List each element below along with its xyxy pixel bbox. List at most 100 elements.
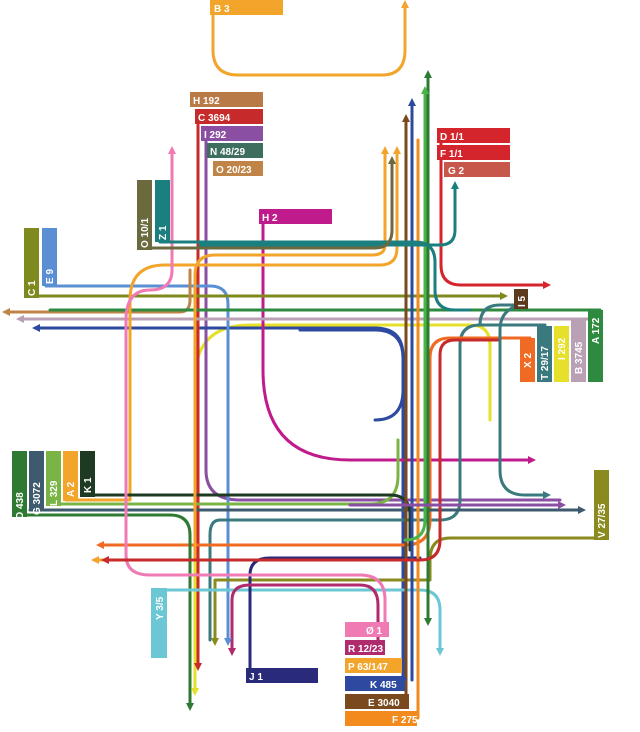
label-f11[interactable]: F 1/1 bbox=[437, 145, 510, 160]
route-teal-exit bbox=[478, 303, 547, 497]
label-z1-text: Z 1 bbox=[158, 225, 169, 240]
route-orange-a2 bbox=[64, 148, 399, 502]
label-g2[interactable]: G 2 bbox=[444, 162, 510, 177]
route-magenta-h2 bbox=[261, 222, 532, 462]
label-n4829-text: N 48/29 bbox=[210, 147, 245, 158]
label-t2917[interactable]: T 29/17 bbox=[537, 326, 552, 382]
route-teal-g2 bbox=[198, 183, 457, 247]
label-i292-top-text: I 292 bbox=[204, 130, 227, 141]
label-o101-text: O 10/1 bbox=[140, 218, 151, 248]
arrow-down-cyan bbox=[436, 648, 444, 656]
route-navy-main bbox=[34, 326, 405, 422]
arrow-right-red bbox=[543, 281, 551, 289]
route-red-d11 bbox=[439, 140, 547, 287]
route-b3-loop bbox=[211, 4, 407, 77]
route-blue-e9 bbox=[44, 284, 230, 642]
arrow-down-darkred bbox=[228, 648, 236, 656]
label-h192[interactable]: H 192 bbox=[190, 92, 263, 107]
arrow-down-olive bbox=[211, 638, 219, 646]
route-orange-p bbox=[93, 148, 387, 562]
arrow-up-k485 bbox=[408, 98, 416, 106]
label-x2-text: X 2 bbox=[523, 353, 534, 368]
arrow-right-magenta bbox=[528, 456, 536, 464]
label-x2[interactable]: X 2 bbox=[520, 338, 535, 382]
label-i292-right-text: I 292 bbox=[557, 337, 568, 360]
label-a172[interactable]: A 172 bbox=[588, 310, 603, 382]
label-i5-text: I 5 bbox=[517, 295, 528, 307]
label-i5[interactable]: I 5 bbox=[514, 289, 528, 309]
label-z1[interactable]: Z 1 bbox=[155, 180, 170, 242]
label-c1-text: C 1 bbox=[27, 280, 38, 296]
label-o2023-text: O 20/23 bbox=[216, 165, 252, 176]
label-a172-text: A 172 bbox=[591, 317, 602, 344]
label-b3-top[interactable]: B 3 bbox=[210, 0, 283, 15]
label-b3745[interactable]: B 3745 bbox=[571, 319, 586, 382]
label-d11[interactable]: D 1/1 bbox=[437, 128, 510, 143]
arrow-right-purple bbox=[558, 501, 566, 509]
arrow-up-green bbox=[421, 86, 429, 94]
label-d438[interactable]: D 438 bbox=[12, 451, 27, 519]
label-d438-text: D 438 bbox=[15, 492, 26, 519]
route-teal-z1 bbox=[158, 240, 472, 312]
arrow-right-slate bbox=[578, 506, 586, 514]
label-n4829[interactable]: N 48/29 bbox=[207, 143, 263, 158]
arrow-right-teal bbox=[543, 491, 551, 499]
label-r1223[interactable]: R 12/23 bbox=[345, 640, 385, 655]
route-red-right bbox=[103, 338, 502, 562]
label-l329[interactable]: L 329 bbox=[46, 451, 61, 506]
label-b3-top-text: B 3 bbox=[214, 4, 230, 15]
route-orange-x2 bbox=[98, 336, 532, 547]
label-k485[interactable]: K 485 bbox=[345, 676, 405, 691]
label-p63147-text: P 63/147 bbox=[348, 662, 388, 673]
label-a2[interactable]: A 2 bbox=[63, 451, 78, 501]
label-b3745-text: B 3745 bbox=[574, 341, 585, 374]
arrowheads bbox=[2, 70, 586, 711]
route-yellow-ring bbox=[193, 323, 492, 692]
arrow-down-blue bbox=[224, 638, 232, 646]
label-c3694[interactable]: C 3694 bbox=[195, 109, 263, 124]
route-cyan-y35 bbox=[163, 588, 442, 652]
arrow-down-darkgreen bbox=[424, 618, 432, 626]
arrow-right-olive bbox=[500, 292, 508, 300]
arrow-up-teal-g2 bbox=[451, 181, 459, 189]
label-e3040-text: E 3040 bbox=[368, 698, 400, 709]
label-f11-text: F 1/1 bbox=[440, 149, 463, 160]
label-j1[interactable]: J 1 bbox=[246, 668, 318, 683]
label-p63147[interactable]: P 63/147 bbox=[345, 658, 402, 673]
arrow-up-olive bbox=[388, 156, 396, 164]
label-f275[interactable]: F 275 bbox=[345, 711, 418, 726]
label-o101[interactable]: O 10/1 bbox=[137, 180, 152, 250]
label-y35[interactable]: Y 3/5 bbox=[151, 588, 167, 658]
label-i292-right[interactable]: I 292 bbox=[554, 326, 569, 382]
label-o1-text: Ø 1 bbox=[366, 626, 383, 637]
route-b3-arrow bbox=[401, 0, 409, 8]
label-v2735[interactable]: V 27/35 bbox=[594, 470, 609, 540]
route-lines bbox=[4, 0, 602, 720]
label-g3072[interactable]: G 3072 bbox=[29, 451, 44, 515]
label-e3040[interactable]: E 3040 bbox=[345, 694, 409, 709]
label-e9[interactable]: E 9 bbox=[42, 228, 57, 286]
route-teal-t29 bbox=[208, 323, 547, 642]
label-o2023[interactable]: O 20/23 bbox=[213, 161, 263, 176]
arrow-left-navy bbox=[32, 324, 40, 332]
route-green-d438 bbox=[16, 513, 192, 707]
arrow-down-yellow bbox=[191, 688, 199, 696]
arrow-left-lilac bbox=[16, 315, 24, 323]
label-k1-left[interactable]: K 1 bbox=[80, 451, 95, 497]
label-v2735-text: V 27/35 bbox=[597, 503, 608, 538]
label-h192-text: H 192 bbox=[193, 96, 220, 107]
label-r1223-text: R 12/23 bbox=[348, 644, 383, 655]
label-i292-top[interactable]: I 292 bbox=[201, 126, 263, 141]
label-c1[interactable]: C 1 bbox=[24, 228, 39, 298]
arrow-down-navy bbox=[399, 678, 407, 686]
route-labels: B 3 H 192 C 3694 I 292 N 48/29 O 20/23 D… bbox=[12, 0, 609, 726]
route-navy-square bbox=[298, 328, 405, 682]
label-a2-text: A 2 bbox=[66, 481, 77, 497]
label-o1[interactable]: Ø 1 bbox=[345, 622, 389, 637]
label-l329-text: L 329 bbox=[49, 480, 60, 506]
arrow-down-red bbox=[194, 663, 202, 671]
label-h2[interactable]: H 2 bbox=[259, 209, 332, 224]
arrow-left-brown bbox=[2, 308, 10, 316]
route-darkred-r1223 bbox=[230, 583, 380, 652]
